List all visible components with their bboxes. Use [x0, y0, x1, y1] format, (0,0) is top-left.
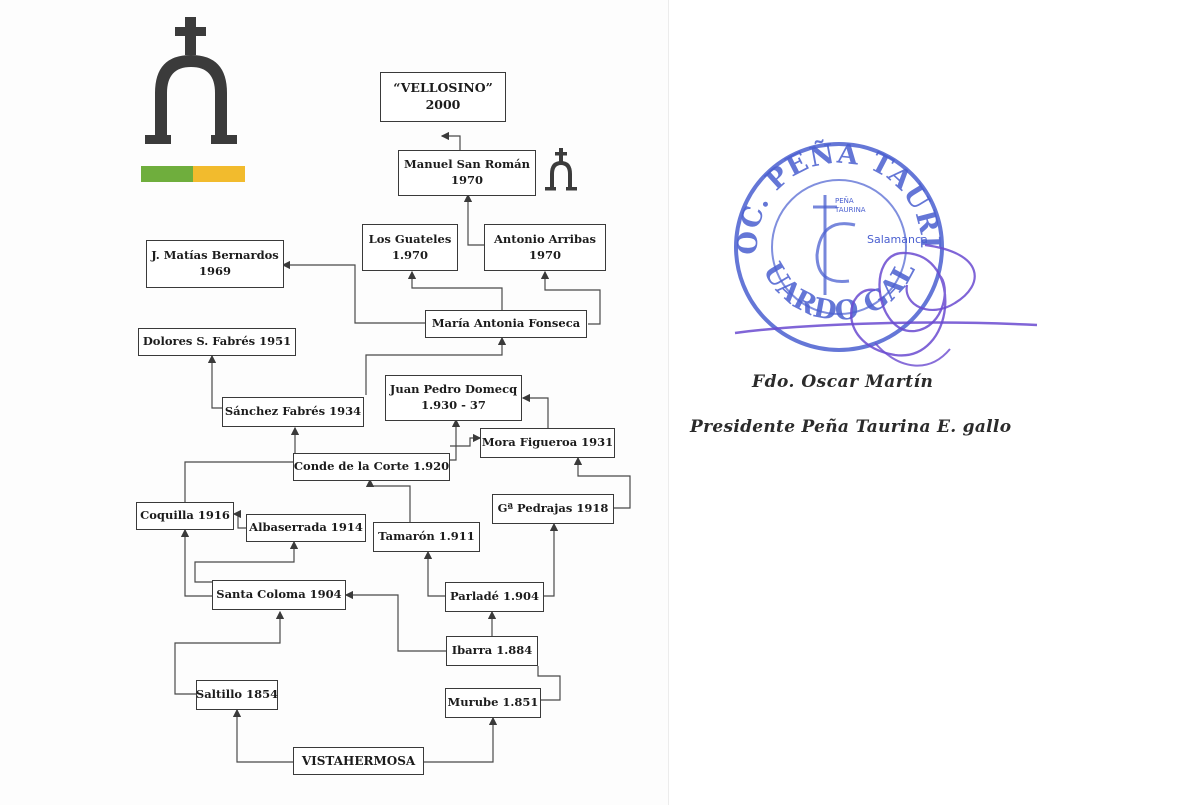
- node-sanchez-fabres: Sánchez Fabrés 1934: [222, 397, 364, 427]
- node-albaserrada: Albaserrada 1914: [246, 514, 366, 542]
- svg-text:TAURINA: TAURINA: [834, 206, 866, 214]
- node-saltillo: Saltillo 1854: [196, 680, 278, 710]
- signature-name: Fdo. Oscar Martín: [752, 372, 934, 392]
- node-juan-pedro-domecq: Juan Pedro Domecq 1.930 - 37: [385, 375, 522, 421]
- node-parlade: Parladé 1.904: [445, 582, 544, 612]
- node-matias-bernardos: J. Matías Bernardos 1969: [146, 240, 284, 288]
- pena-taurina-stamp: ASOC. PEÑA TAURINA EDUARDO GALLO PEÑA TA…: [725, 135, 1038, 367]
- node-los-guateles: Los Guateles 1.970: [362, 224, 458, 271]
- emblem-stripe-yellow: [193, 166, 245, 182]
- node-pedrajas: Gª Pedrajas 1918: [492, 494, 614, 524]
- node-antonio-arribas: Antonio Arribas 1970: [484, 224, 606, 271]
- node-dolores-fabres: Dolores S. Fabrés 1951: [138, 328, 296, 356]
- node-santa-coloma: Santa Coloma 1904: [212, 580, 346, 610]
- node-vistahermosa: VISTAHERMOSA: [293, 747, 424, 775]
- node-conde-de-la-corte: Conde de la Corte 1.920: [293, 453, 450, 481]
- emblem-arch-cross-icon: [141, 17, 245, 182]
- signature-title: Presidente Peña Taurina E. gallo: [690, 417, 1012, 437]
- genealogy-connectors: [174, 131, 631, 763]
- node-murube: Murube 1.851: [445, 688, 541, 718]
- node-tamaron: Tamarón 1.911: [373, 522, 480, 552]
- node-mora-figueroa: Mora Figueroa 1931: [480, 428, 615, 458]
- small-arch-cross-icon: [545, 148, 577, 191]
- right-page: [669, 0, 1199, 805]
- svg-text:PEÑA: PEÑA: [835, 196, 854, 205]
- svg-text:Salamanca: Salamanca: [867, 233, 928, 246]
- node-maria-antonia-fonseca: María Antonia Fonseca: [425, 310, 587, 338]
- node-ibarra: Ibarra 1.884: [446, 636, 538, 666]
- node-vellosino: “VELLOSINO” 2000: [380, 72, 506, 122]
- node-coquilla: Coquilla 1916: [136, 502, 234, 530]
- emblem-stripe-green: [141, 166, 193, 182]
- node-manuel-san-roman: Manuel San Román 1970: [398, 150, 536, 196]
